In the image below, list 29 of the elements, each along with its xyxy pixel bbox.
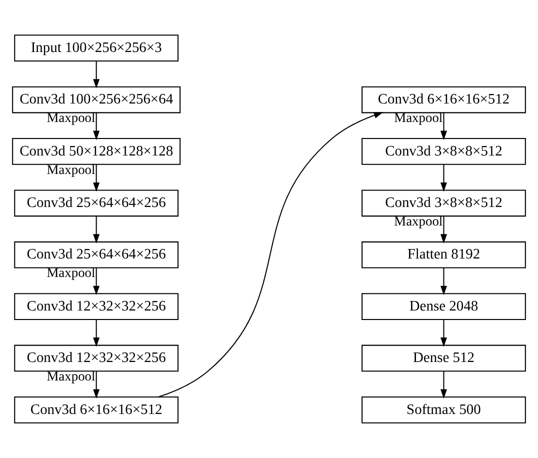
node-box: Conv3d 3×8×8×512 — [362, 138, 526, 165]
arrow — [440, 320, 447, 347]
node-box: Dense 512 — [362, 344, 526, 372]
arrow — [440, 112, 447, 140]
arrow — [440, 216, 447, 244]
node-box: Softmax 500 — [362, 396, 526, 424]
node-box: Conv3d 100×256×256×64 — [12, 86, 181, 114]
node-box: Conv3d 25×64×64×256 — [14, 241, 179, 268]
node-box: Conv3d 50×128×128×128 — [12, 138, 181, 165]
node-box: Conv3d 12×32×32×256 — [14, 344, 179, 372]
node-box: Dense 2048 — [362, 293, 526, 320]
arrow — [93, 164, 100, 192]
node-box: Input 100×256×256×3 — [14, 34, 179, 62]
node-box: Conv3d 3×8×8×512 — [362, 190, 526, 217]
arrow — [93, 112, 100, 140]
node-box: Conv3d 6×16×16×512 — [14, 396, 179, 424]
arrow — [158, 112, 384, 398]
arrow — [440, 268, 447, 296]
arrow — [93, 268, 100, 296]
arrow — [93, 371, 100, 399]
arrow — [93, 216, 100, 244]
node-box: Flatten 8192 — [362, 241, 526, 268]
arrow — [93, 320, 100, 347]
node-box: Conv3d 25×64×64×256 — [14, 190, 179, 217]
arrow — [93, 61, 100, 88]
node-box: Conv3d 6×16×16×512 — [362, 86, 526, 114]
arrow — [440, 371, 447, 399]
arrow — [440, 164, 447, 192]
node-box: Conv3d 12×32×32×256 — [14, 293, 179, 320]
